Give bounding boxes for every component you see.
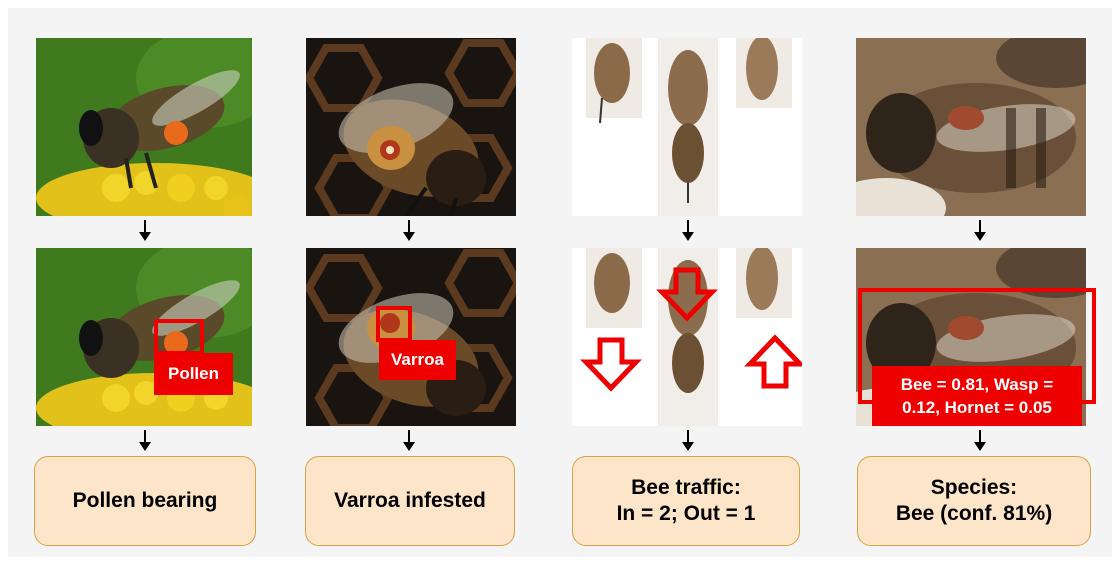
result-pollen: Pollen bearing: [34, 456, 256, 546]
arrow-down-icon: [972, 220, 988, 242]
varroa-label: Varroa: [379, 340, 456, 380]
arrow-down-icon: [680, 220, 696, 242]
result-varroa: Varroa infested: [305, 456, 515, 546]
species-label-line-2: 0.12, Hornet = 0.05: [872, 396, 1082, 419]
result-traffic-line-1: Bee traffic:: [617, 475, 756, 501]
result-traffic-line-2: In = 2; Out = 1: [617, 501, 756, 527]
arrow-down-icon: [137, 430, 153, 452]
varroa-detection-box: [376, 306, 412, 342]
bee-traffic-annotated-photo: [572, 248, 802, 426]
arrow-down-icon: [401, 220, 417, 242]
species-label-line-1: Bee = 0.81, Wasp =: [872, 373, 1082, 396]
pollen-detection-box: [154, 319, 204, 355]
pollen-label: Pollen: [154, 353, 233, 395]
bee-species-photo: [856, 38, 1086, 216]
result-pollen-text: Pollen bearing: [73, 488, 218, 514]
arrow-down-icon: [137, 220, 153, 242]
bee-varroa-photo: [306, 38, 516, 216]
arrow-down-icon: [680, 430, 696, 452]
arrow-down-icon: [972, 430, 988, 452]
result-species-line-2: Bee (conf. 81%): [896, 501, 1052, 527]
bee-pollen-annotated-photo: [36, 248, 252, 426]
bee-traffic-photo: [572, 38, 802, 216]
species-label: Bee = 0.81, Wasp = 0.12, Hornet = 0.05: [872, 366, 1082, 426]
result-traffic: Bee traffic: In = 2; Out = 1: [572, 456, 800, 546]
result-varroa-text: Varroa infested: [334, 488, 486, 514]
result-species: Species: Bee (conf. 81%): [857, 456, 1091, 546]
result-species-line-1: Species:: [896, 475, 1052, 501]
arrow-down-icon: [401, 430, 417, 452]
bee-pollen-photo: [36, 38, 252, 216]
